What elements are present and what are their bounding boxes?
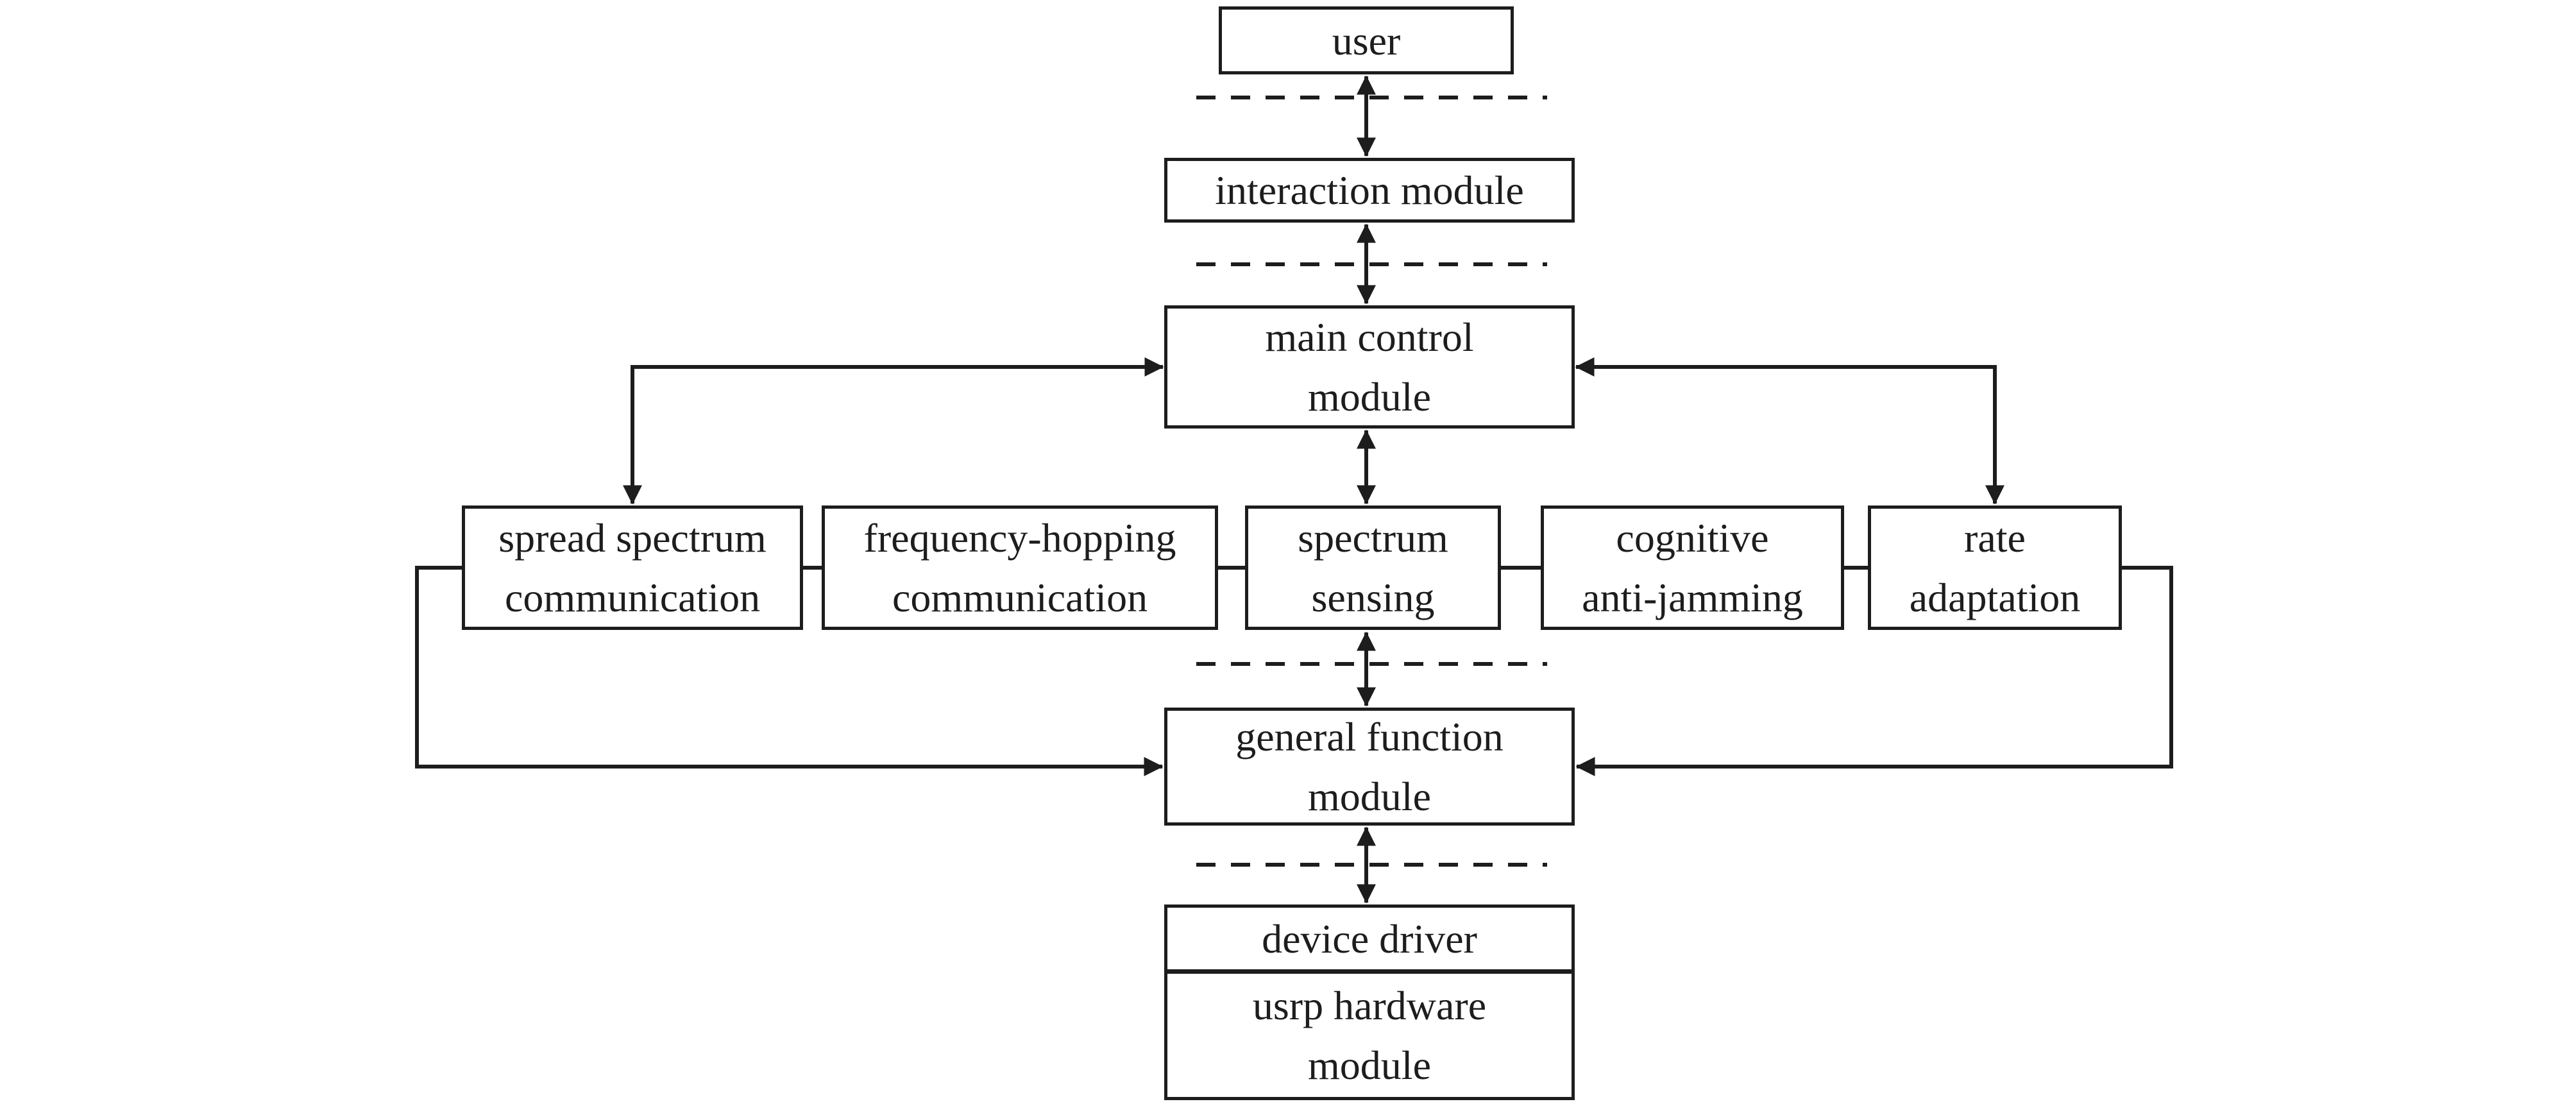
node-spread-spectrum-communication: spread spectrum communication [462,505,803,630]
node-spectrum-sensing-label-line2: sensing [1311,575,1435,620]
node-general-function-label-line1: general function [1235,714,1504,760]
node-cognitive-anti-jamming: cognitive anti-jamming [1541,505,1844,630]
node-general-function-label-line2: module [1308,774,1431,819]
node-spectrum-sensing-label-line1: spectrum [1298,515,1448,561]
node-rate-adaptation-label-line2: adaptation [1909,575,2081,620]
node-main-control-module-label-line1: main control [1265,314,1474,360]
arrow-spreadspectrum-generalfunction [415,566,1164,776]
node-device-driver: device driver [1164,904,1575,972]
node-spread-spectrum-label-line1: spread spectrum [498,515,767,561]
node-usrp-hardware-label-line1: usrp hardware [1252,983,1487,1028]
node-user: user [1219,6,1514,74]
node-cognitive-anti-jamming-label-line2: anti-jamming [1582,575,1803,620]
node-main-control-module: main control module [1164,305,1575,429]
node-cognitive-anti-jamming-label-line1: cognitive [1616,515,1769,561]
arrow-rateadaptation-generalfunction [1575,566,2173,776]
node-interaction-module-label: interaction module [1215,167,1524,213]
arrow-maincontrol-spreadspectrum [623,357,1164,505]
node-main-control-module-label-line2: module [1308,374,1431,420]
node-frequency-hopping-label-line2: communication [892,575,1148,620]
node-user-label: user [1332,17,1401,64]
node-general-function-module: general function module [1164,708,1575,826]
node-spectrum-sensing: spectrum sensing [1245,505,1501,630]
node-usrp-hardware-label-line2: module [1308,1042,1431,1088]
node-spread-spectrum-label-line2: communication [504,575,761,620]
node-rate-adaptation: rate adaptation [1868,505,2122,630]
node-device-driver-label: device driver [1262,915,1477,962]
node-usrp-hardware-module: usrp hardware module [1164,971,1575,1100]
node-frequency-hopping-communication: frequency-hopping communication [822,505,1218,630]
node-rate-adaptation-label-line1: rate [1964,515,2026,561]
node-interaction-module: interaction module [1164,158,1575,223]
node-frequency-hopping-label-line1: frequency-hopping [863,515,1176,561]
arrow-maincontrol-rateadaptation [1575,357,2004,505]
